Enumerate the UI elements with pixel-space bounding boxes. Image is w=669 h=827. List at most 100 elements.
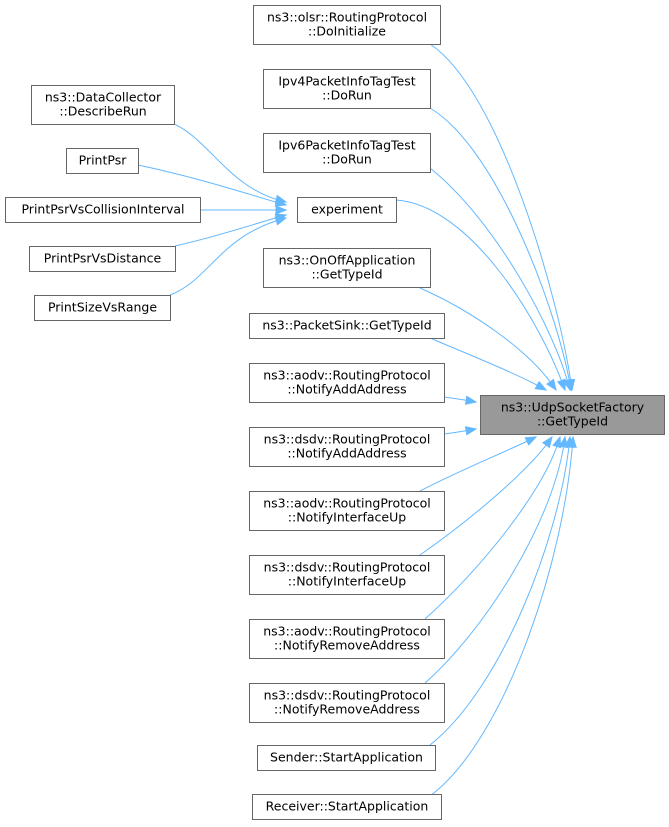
node-ipv4[interactable]: Ipv4PacketInfoTagTest::DoRun [263, 69, 431, 109]
edge-line [173, 123, 287, 203]
node-box[interactable] [249, 555, 445, 595]
node-sink[interactable]: ns3::PacketSink::GetTypeId [249, 313, 445, 339]
node-box[interactable] [66, 148, 139, 174]
edge-line [169, 217, 287, 296]
edge-line [419, 436, 537, 492]
edge-aodv_rem-to-udp [424, 435, 562, 620]
node-label: ns3::PacketSink::GetTypeId [262, 318, 431, 333]
node-label: ::DoRun [322, 152, 372, 167]
edge-line [137, 164, 287, 206]
node-psr-ci[interactable]: PrintPsrVsCollisionInterval [5, 197, 201, 223]
edge-aodv_up-to-udp [419, 436, 538, 492]
node-label: PrintSizeVsRange [48, 300, 157, 315]
node-box[interactable] [249, 619, 445, 659]
node-aodv-rem[interactable]: ns3::aodv::RoutingProtocol::NotifyRemove… [249, 619, 445, 659]
node-label: ::NotifyRemoveAddress [274, 638, 420, 653]
arrowhead-icon [546, 378, 557, 392]
node-aodv-up[interactable]: ns3::aodv::RoutingProtocol::NotifyInterf… [249, 491, 445, 531]
node-label: ::NotifyAddAddress [287, 382, 406, 397]
edge-line [429, 436, 574, 797]
node-label: Receiver::StartApplication [266, 799, 429, 814]
node-ipv6[interactable]: Ipv6PacketInfoTagTest::DoRun [263, 133, 431, 173]
node-box[interactable] [249, 363, 445, 403]
edge-line [419, 436, 553, 556]
node-box[interactable] [249, 313, 445, 339]
node-onoff[interactable]: ns3::OnOffApplication::GetTypeId [263, 248, 431, 288]
arrowhead-icon [274, 197, 288, 207]
arrowhead-icon [524, 436, 538, 446]
node-label: ns3::UdpSocketFactory [501, 400, 645, 415]
node-box[interactable] [249, 491, 445, 531]
arrowhead-icon [464, 395, 478, 405]
node-olsr[interactable]: ns3::olsr::RoutingProtocol::DoInitialize [253, 5, 441, 45]
node-label: ::GetTypeId [537, 414, 608, 429]
node-box[interactable] [5, 197, 201, 223]
edge-olsr-to-udp [429, 43, 576, 392]
node-label: ns3::OnOffApplication [279, 253, 416, 268]
node-label: ns3::aodv::RoutingProtocol [263, 624, 431, 639]
node-label: ::NotifyInterfaceUp [288, 574, 406, 589]
node-size-r[interactable]: PrintSizeVsRange [34, 295, 171, 321]
edges-layer [137, 43, 577, 797]
node-label: ::DoRun [322, 88, 372, 103]
node-label: ns3::olsr::RoutingProtocol [267, 10, 427, 25]
edge-dsdv_rem-to-udp [424, 435, 569, 684]
node-box[interactable] [249, 427, 445, 467]
node-aodv-add[interactable]: ns3::aodv::RoutingProtocol::NotifyAddAdd… [249, 363, 445, 403]
node-label: ::GetTypeId [311, 267, 382, 282]
arrowhead-icon [542, 435, 553, 449]
edge-dsdv_add-to-udp [443, 426, 478, 436]
node-box[interactable] [297, 197, 397, 223]
node-label: PrintPsrVsCollisionInterval [21, 202, 184, 217]
arrowhead-icon [274, 216, 288, 226]
node-label: PrintPsrVsDistance [44, 251, 162, 266]
node-label: PrintPsr [79, 153, 128, 168]
node-box[interactable] [253, 5, 441, 45]
edge-line [429, 43, 573, 391]
node-label: ns3::dsdv::RoutingProtocol [264, 432, 431, 447]
edge-line [424, 436, 566, 684]
node-dsdv-up[interactable]: ns3::dsdv::RoutingProtocol::NotifyInterf… [249, 555, 445, 595]
node-psr-d[interactable]: PrintPsrVsDistance [29, 246, 176, 272]
edge-dsdv_up-to-udp [419, 435, 553, 556]
node-dsdv-rem[interactable]: ns3::dsdv::RoutingProtocol::NotifyRemove… [249, 683, 445, 723]
edge-line [429, 337, 547, 391]
node-psr[interactable]: PrintPsr [66, 148, 139, 174]
edge-onoff-to-udp [419, 287, 557, 392]
node-box[interactable] [29, 246, 176, 272]
arrowhead-icon [464, 426, 478, 436]
node-experiment[interactable]: experiment [297, 197, 397, 223]
edge-aodv_add-to-udp [443, 395, 478, 405]
edge-line [424, 436, 561, 620]
node-label: ns3::dsdv::RoutingProtocol [264, 560, 431, 575]
edge-ipv6-to-udp [429, 167, 572, 392]
edge-sink-to-udp [429, 337, 548, 391]
edge-psr-to-experiment [137, 164, 288, 207]
edge-line [395, 199, 566, 391]
node-box[interactable] [257, 745, 436, 771]
node-box[interactable] [31, 85, 175, 125]
arrowhead-icon [556, 378, 566, 392]
node-dc[interactable]: ns3::DataCollector::DescribeRun [31, 85, 175, 125]
node-box[interactable] [263, 69, 431, 109]
node-receiver[interactable]: Receiver::StartApplication [252, 794, 442, 820]
node-box[interactable] [263, 248, 431, 288]
node-box[interactable] [249, 683, 445, 723]
node-label: ns3::dsdv::RoutingProtocol [264, 688, 431, 703]
arrowhead-icon [567, 435, 577, 448]
node-box[interactable] [480, 395, 665, 435]
node-box[interactable] [263, 133, 431, 173]
edge-line [429, 167, 571, 391]
node-label: ::NotifyInterfaceUp [288, 510, 406, 525]
node-sender[interactable]: Sender::StartApplication [257, 745, 436, 771]
edge-line [429, 107, 572, 391]
node-udp[interactable]: ns3::UdpSocketFactory::GetTypeId [480, 395, 665, 435]
node-box[interactable] [34, 295, 171, 321]
node-label: ::NotifyRemoveAddress [274, 702, 420, 717]
edge-experiment-to-udp [395, 199, 566, 392]
node-box[interactable] [252, 794, 442, 820]
node-dsdv-add[interactable]: ns3::dsdv::RoutingProtocol::NotifyAddAdd… [249, 427, 445, 467]
node-label: Ipv4PacketInfoTagTest [278, 74, 415, 89]
node-label: ::NotifyAddAddress [287, 446, 406, 461]
